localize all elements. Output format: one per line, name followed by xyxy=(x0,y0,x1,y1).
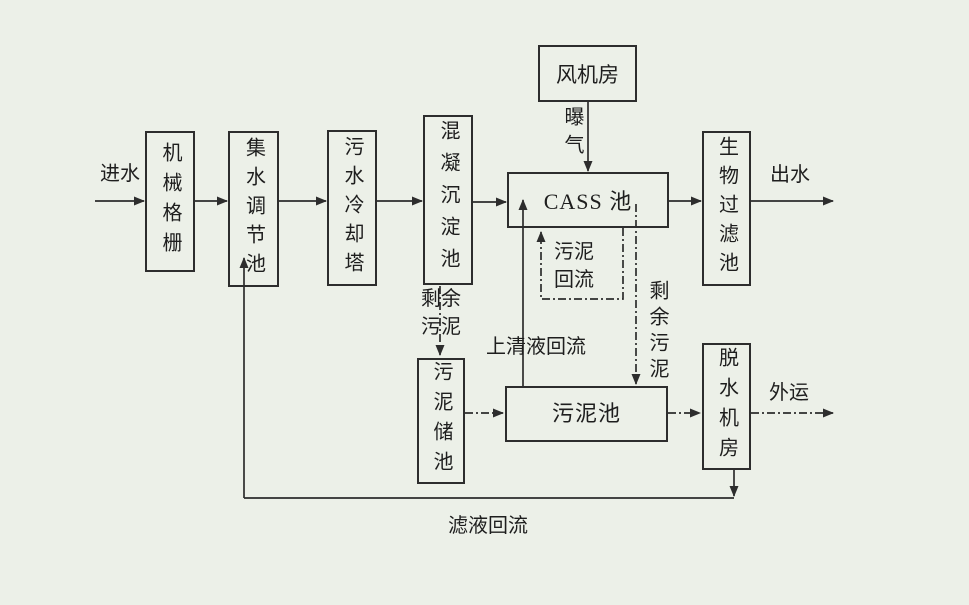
node-fan-room-label: 风机房 xyxy=(556,62,619,87)
node-collection-regulating-tank-label: 集水调节池 xyxy=(242,136,265,282)
node-cass-tank-label: CASS 池 xyxy=(543,189,633,214)
label-supernatant-return: 上清液回流 xyxy=(486,336,586,358)
label-outward-transport: 外运 xyxy=(769,382,809,404)
node-biological-filter-tank-label: 生物过滤池 xyxy=(715,136,738,281)
node-coagulation-sedimentation-tank: 混凝沉淀池 xyxy=(423,115,473,285)
node-wastewater-cooling-tower: 污水冷却塔 xyxy=(327,130,377,286)
node-collection-regulating-tank: 集水调节池 xyxy=(228,131,279,287)
node-sludge-storage-tank-label: 污泥储池 xyxy=(430,361,452,481)
node-sludge-tank-label: 污泥池 xyxy=(551,401,621,426)
node-sludge-tank: 污泥池 xyxy=(505,386,668,442)
label-inflow: 进水 xyxy=(100,163,140,185)
node-dewatering-room: 脱水机房 xyxy=(702,343,751,470)
node-biological-filter-tank: 生物过滤池 xyxy=(702,131,751,286)
node-fan-room: 风机房 xyxy=(538,45,637,102)
label-sludge-return: 污泥回流 xyxy=(554,241,594,291)
node-sludge-storage-tank: 污泥储池 xyxy=(417,358,465,484)
node-dewatering-room-label: 脱水机房 xyxy=(715,346,738,467)
label-excess-sludge-left: 剩余污泥 xyxy=(421,288,461,338)
node-mechanical-screen-label: 机械格栅 xyxy=(159,141,181,262)
node-cass-tank: CASS 池 xyxy=(507,172,669,228)
label-aeration: 曝气 xyxy=(561,106,583,162)
label-filtrate-return: 滤液回流 xyxy=(448,515,528,537)
label-outflow: 出水 xyxy=(770,164,810,186)
node-coagulation-sedimentation-tank-label: 混凝沉淀池 xyxy=(437,120,459,280)
node-wastewater-cooling-tower-label: 污水冷却塔 xyxy=(341,135,363,281)
node-mechanical-screen: 机械格栅 xyxy=(145,131,195,272)
label-excess-sludge-right: 剩余污泥 xyxy=(646,280,668,384)
